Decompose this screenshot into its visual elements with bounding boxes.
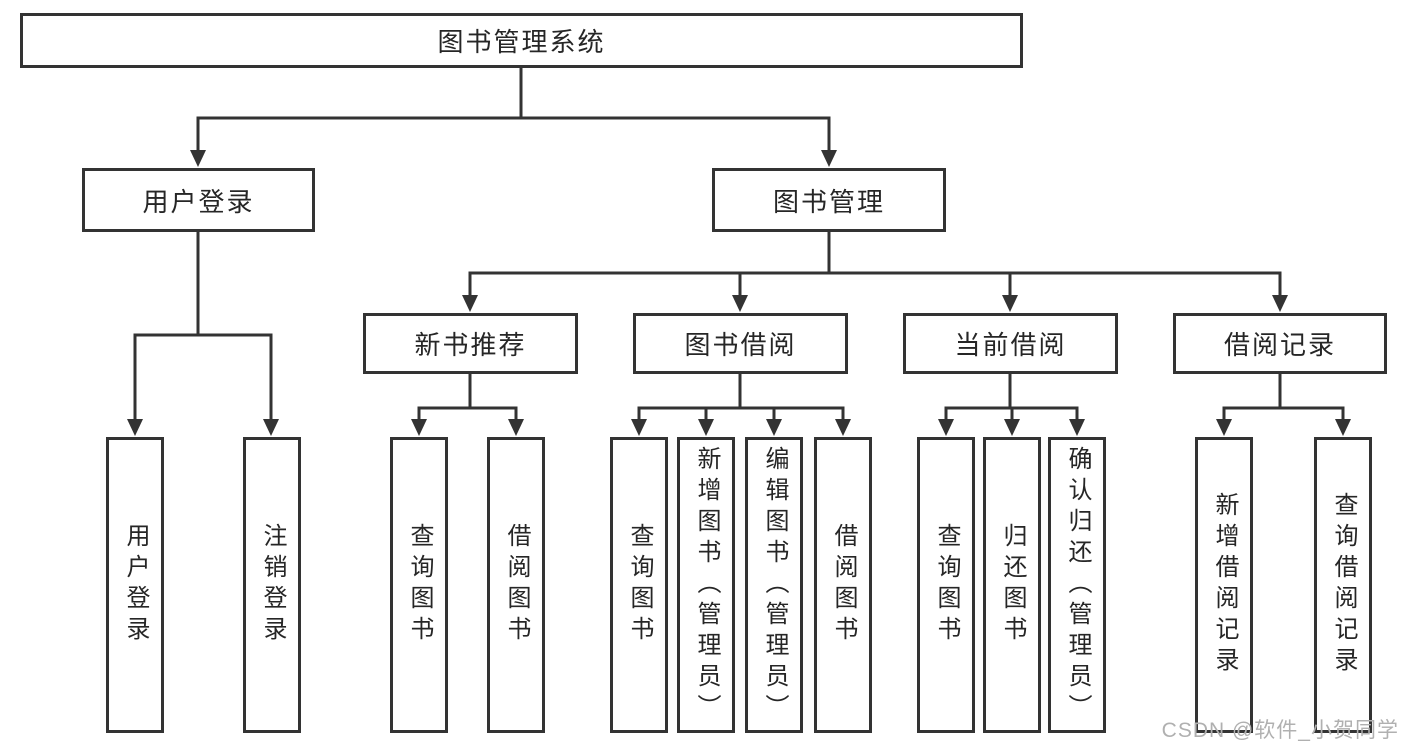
- leaf-nb-query-book: 查询图书: [390, 437, 448, 733]
- node-current-borrow: 当前借阅: [903, 313, 1118, 374]
- leaf-cb-query-book-label: 查询图书: [933, 523, 960, 647]
- watermark: CSDN @软件_小贺同学: [1161, 719, 1399, 742]
- leaf-cb-return-book-label: 归还图书: [999, 523, 1026, 647]
- leaf-br-add-record: 新增借阅记录: [1195, 437, 1253, 733]
- leaf-cb-return-book: 归还图书: [983, 437, 1041, 733]
- leaf-cb-confirm-return-admin: 确认归还（管理员）: [1048, 437, 1106, 733]
- node-root-label: 图书管理系统: [437, 27, 606, 57]
- leaf-bb-edit-book-admin: 编辑图书（管理员）: [745, 437, 803, 733]
- leaf-br-add-record-label: 新增借阅记录: [1211, 492, 1238, 678]
- leaf-bb-borrow-book-label: 借阅图书: [830, 523, 857, 647]
- node-new-book-recommend: 新书推荐: [363, 313, 578, 374]
- node-book-management-label: 图书管理: [772, 186, 885, 217]
- leaf-nb-borrow-book: 借阅图书: [487, 437, 545, 733]
- leaf-br-query-record: 查询借阅记录: [1314, 437, 1372, 733]
- node-user-login: 用户登录: [82, 168, 315, 232]
- leaf-bb-add-book-admin: 新增图书（管理员）: [677, 437, 735, 733]
- node-book-management: 图书管理: [712, 168, 946, 232]
- leaf-nb-borrow-book-label: 借阅图书: [503, 523, 530, 647]
- leaf-bb-query-book: 查询图书: [610, 437, 668, 733]
- node-user-login-label: 用户登录: [142, 186, 255, 217]
- node-book-borrow: 图书借阅: [633, 313, 848, 374]
- leaf-bb-borrow-book: 借阅图书: [814, 437, 872, 733]
- leaf-bb-edit-book-admin-label: 编辑图书（管理员）: [761, 445, 788, 725]
- node-borrow-records: 借阅记录: [1173, 313, 1387, 374]
- node-borrow-records-label: 借阅记录: [1223, 330, 1336, 360]
- leaf-logout-label: 注销登录: [259, 523, 286, 647]
- node-root: 图书管理系统: [20, 13, 1023, 68]
- leaf-cb-confirm-return-admin-label: 确认归还（管理员）: [1064, 445, 1091, 725]
- leaf-br-query-record-label: 查询借阅记录: [1330, 492, 1357, 678]
- node-current-borrow-label: 当前借阅: [954, 330, 1067, 360]
- leaf-logout: 注销登录: [243, 437, 301, 733]
- leaf-user-login: 用户登录: [106, 437, 164, 733]
- node-new-book-recommend-label: 新书推荐: [414, 330, 527, 360]
- leaf-cb-query-book: 查询图书: [917, 437, 975, 733]
- leaf-user-login-label: 用户登录: [122, 523, 149, 647]
- leaf-bb-add-book-admin-label: 新增图书（管理员）: [693, 445, 720, 725]
- leaf-bb-query-book-label: 查询图书: [626, 523, 653, 647]
- leaf-nb-query-book-label: 查询图书: [406, 523, 433, 647]
- node-book-borrow-label: 图书借阅: [684, 330, 797, 360]
